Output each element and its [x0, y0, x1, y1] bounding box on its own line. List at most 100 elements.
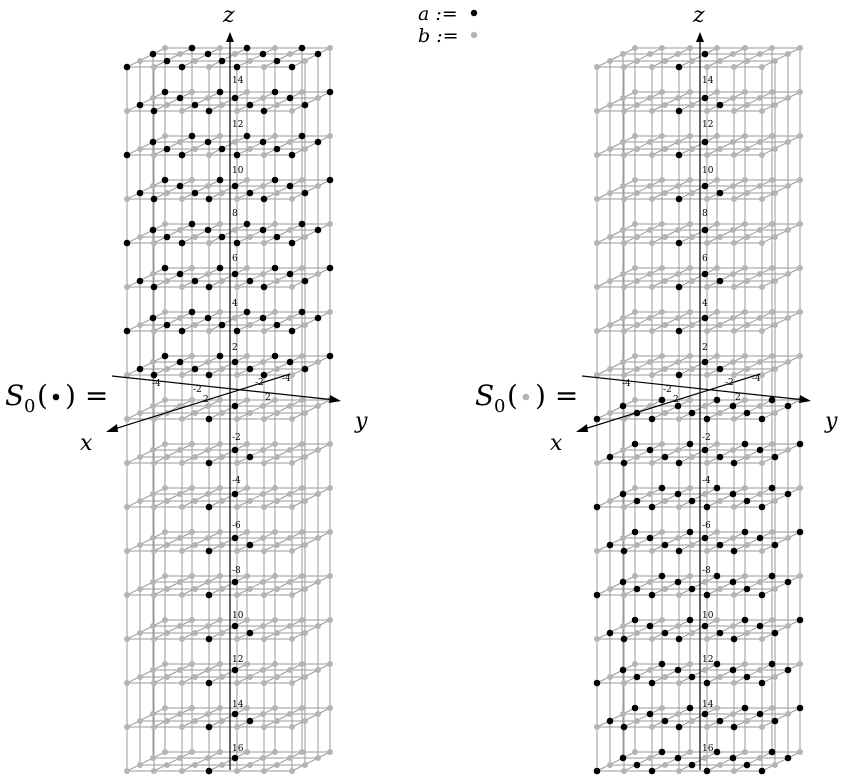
- grid-depth-line: [651, 531, 691, 552]
- lattice-point-b: [632, 397, 638, 403]
- lattice-point-b: [274, 542, 280, 548]
- lattice-point-a: [259, 138, 267, 146]
- grid-depth-line: [733, 663, 773, 684]
- lattice-point-b: [744, 366, 750, 372]
- lattice-point-b: [731, 328, 737, 334]
- lattice-point-b: [621, 768, 627, 774]
- lattice-point-b: [206, 240, 212, 246]
- lattice-point-b: [704, 328, 710, 334]
- grid-depth-line: [651, 135, 691, 156]
- grid-depth-line: [153, 311, 193, 332]
- lattice-point-b: [704, 196, 710, 202]
- lattice-point-b: [675, 139, 681, 145]
- lattice-point-a: [176, 94, 184, 102]
- lattice-point-a: [730, 723, 738, 731]
- lattice-point-b: [151, 240, 157, 246]
- lattice-point-b: [189, 265, 195, 271]
- grid-depth-line: [236, 531, 276, 552]
- grid-depth-line: [263, 399, 303, 420]
- lattice-point-a: [314, 138, 322, 146]
- lattice-point-b: [659, 309, 665, 315]
- lattice-point-b: [179, 724, 185, 730]
- lattice-point-a: [713, 572, 721, 580]
- lattice-point-b: [261, 504, 267, 510]
- grid-depth-line: [761, 707, 801, 728]
- lattice-point-b: [302, 542, 308, 548]
- lattice-point-b: [634, 718, 640, 724]
- lattice-point-a: [204, 138, 212, 146]
- grid-depth-line: [761, 619, 801, 640]
- lattice-point-b: [151, 328, 157, 334]
- lattice-point-b: [137, 762, 143, 768]
- grid-depth-line: [706, 355, 746, 376]
- lattice-point-b: [315, 447, 321, 453]
- lattice-point-b: [327, 485, 333, 491]
- z-tick-label: 16: [702, 744, 714, 754]
- lattice-point-a: [768, 660, 776, 668]
- lattice-point-b: [179, 196, 185, 202]
- z-tick-label: -6: [232, 521, 241, 531]
- lattice-point-a: [188, 132, 196, 140]
- lattice-point-a: [271, 88, 279, 96]
- lattice-point-b: [272, 573, 278, 579]
- lattice-point-b: [219, 762, 225, 768]
- grid-depth-line: [623, 575, 663, 596]
- lattice-point-a: [796, 528, 804, 536]
- lattice-point-b: [714, 309, 720, 315]
- lattice-point-a: [648, 767, 656, 775]
- lattice-point-b: [649, 548, 655, 554]
- lattice-point-a: [123, 327, 131, 335]
- grid-depth-line: [291, 619, 331, 640]
- lattice-point-b: [289, 416, 295, 422]
- lattice-point-a: [163, 57, 171, 65]
- lattice-point-b: [315, 359, 321, 365]
- lattice-point-a: [646, 710, 654, 718]
- lattice-point-b: [205, 623, 211, 629]
- lattice-point-b: [302, 762, 308, 768]
- lattice-point-b: [150, 623, 156, 629]
- lattice-point-b: [607, 410, 613, 416]
- lattice-point-b: [714, 133, 720, 139]
- lattice-point-b: [150, 403, 156, 409]
- lattice-point-b: [217, 529, 223, 535]
- lattice-point-a: [191, 277, 199, 285]
- lattice-point-b: [662, 190, 668, 196]
- lattice-point-b: [124, 504, 130, 510]
- lattice-point-b: [742, 265, 748, 271]
- lattice-point-a: [161, 88, 169, 96]
- grid-depth-line: [623, 443, 663, 464]
- lattice-point-b: [164, 102, 170, 108]
- z-tick-label: 12: [232, 120, 243, 130]
- lattice-point-a: [260, 195, 268, 203]
- grid-depth-line: [153, 399, 193, 420]
- lattice-point-a: [188, 308, 196, 316]
- lattice-point-b: [219, 630, 225, 636]
- lattice-point-a: [633, 673, 641, 681]
- lattice-point-b: [772, 322, 778, 328]
- lattice-point-a: [675, 371, 683, 379]
- lattice-point-a: [688, 497, 696, 505]
- lattice-point-a: [231, 754, 239, 762]
- legend-b-dot: [470, 31, 478, 39]
- grid-depth-line: [208, 751, 248, 772]
- lattice-point-a: [620, 459, 628, 467]
- lattice-point-b: [205, 183, 211, 189]
- lattice-point-a: [231, 534, 239, 542]
- lattice-point-a: [730, 635, 738, 643]
- lattice-point-b: [219, 366, 225, 372]
- grid-depth-line: [181, 311, 221, 332]
- lattice-point-b: [205, 535, 211, 541]
- grid-depth-line: [678, 707, 718, 728]
- grid-depth-line: [678, 267, 718, 288]
- grid-depth-line: [208, 91, 248, 112]
- grid-depth-line: [761, 751, 801, 772]
- lattice-point-b: [289, 724, 295, 730]
- x-axis-arrow: [106, 424, 118, 432]
- grid-depth-line: [153, 179, 193, 200]
- lattice-point-a: [784, 490, 792, 498]
- lattice-point-b: [714, 529, 720, 535]
- lattice-point-a: [218, 57, 226, 65]
- grid-depth-line: [761, 487, 801, 508]
- grid-depth-line: [623, 531, 663, 552]
- lattice-point-b: [189, 397, 195, 403]
